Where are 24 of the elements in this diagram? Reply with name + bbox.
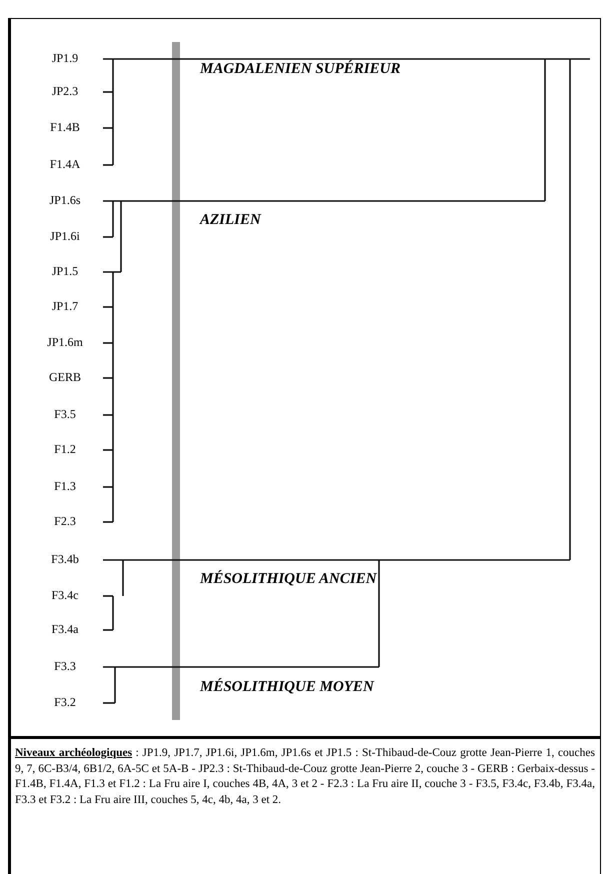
sample-label: JP1.6i bbox=[49, 230, 81, 242]
period-label: MAGDALENIEN SUPÉRIEUR bbox=[200, 62, 400, 77]
sample-label: JP1.9 bbox=[50, 52, 80, 64]
sample-label: F1.4B bbox=[49, 121, 81, 133]
period-label: MÉSOLITHIQUE MOYEN bbox=[200, 680, 374, 695]
period-label: MÉSOLITHIQUE ANCIEN bbox=[200, 572, 377, 587]
sample-label: JP1.5 bbox=[50, 265, 80, 277]
caption-text: Niveaux archéologiques : JP1.9, JP1.7, JP1.6i, JP1.6m, JP1.6s et JP1.5 : St-Thibaud-de-Couz grotte Jean-Pierre 1, couches 9, 7, 6C-B3/4, 6B1/2, 6A-5C et 5A-B - JP2.3 : St-Thibaud-de-Couz grotte Jean-Pierre 2, couche 3 - GERB : Gerbaix-dessus - F1.4B, F1.4A, F1.3 et F1.2 : La Fru aire I, couches 4B, 4A, 3 et 2 - F2.3 : La Fru aire II, couche 3 - F3.5, F3.4c, F3.4b, F3.4a, F3.3 et F3.2 : La Fru aire III, couches 5, 4c, 4b, 4a, 3 et 2. bbox=[15, 746, 595, 808]
period-label: AZILIEN bbox=[200, 213, 261, 228]
sample-label: F3.4b bbox=[50, 553, 80, 565]
sample-label: F1.2 bbox=[53, 443, 77, 455]
sample-label: JP2.3 bbox=[50, 85, 80, 97]
sample-label: F1.3 bbox=[53, 480, 77, 492]
sample-label: F3.3 bbox=[53, 660, 77, 672]
sample-label: F3.4a bbox=[50, 623, 80, 635]
sample-label: JP1.6s bbox=[48, 194, 82, 206]
sample-label: F1.4A bbox=[48, 158, 82, 170]
sample-label: JP1.6m bbox=[46, 336, 84, 348]
sample-label: F3.5 bbox=[53, 408, 77, 420]
sample-label: JP1.7 bbox=[50, 300, 80, 312]
sample-label: GERB bbox=[48, 371, 82, 383]
sample-label: F3.2 bbox=[53, 696, 77, 708]
sample-label: F3.4c bbox=[50, 589, 80, 601]
sample-label: F2.3 bbox=[53, 515, 77, 527]
